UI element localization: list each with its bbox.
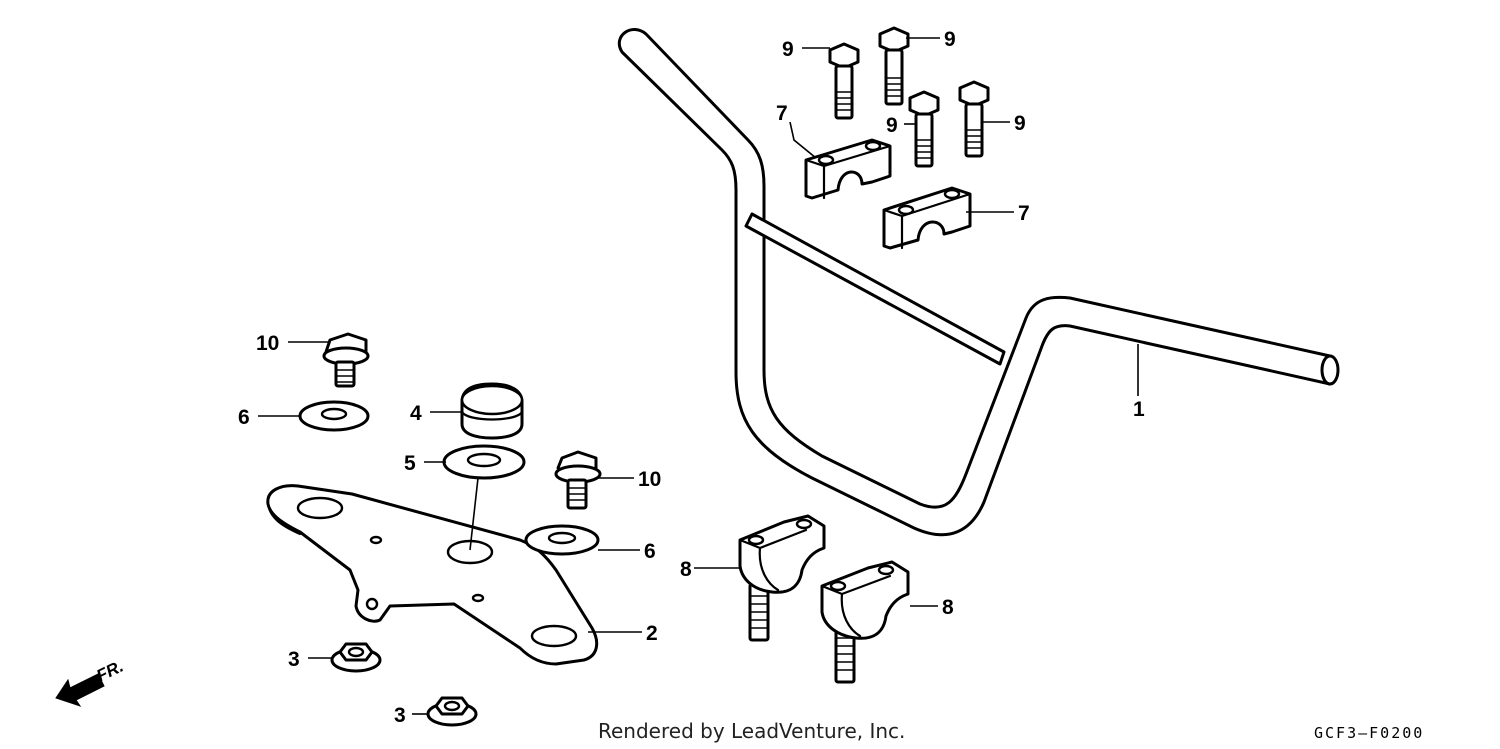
handlebar-part-1[interactable] xyxy=(618,28,1340,537)
callout-9-b: 9 xyxy=(944,28,956,51)
callout-5: 5 xyxy=(404,452,416,475)
washer-part-6-a[interactable] xyxy=(298,400,370,432)
callout-10-b: 10 xyxy=(638,468,661,491)
plate-part-2[interactable] xyxy=(266,484,599,666)
front-direction-marker: FR. xyxy=(55,657,126,707)
callout-7-b: 7 xyxy=(1018,202,1030,225)
front-arrow-icon xyxy=(55,673,105,707)
lower-holder-part-8-left[interactable] xyxy=(738,514,826,642)
bolt-part-9-a[interactable] xyxy=(828,42,860,120)
bolt-part-10-b[interactable] xyxy=(554,450,602,510)
callout-2: 2 xyxy=(646,622,658,645)
callout-9-a: 9 xyxy=(782,38,794,61)
callout-10-a: 10 xyxy=(256,332,279,355)
washer-part-6-b[interactable] xyxy=(524,524,600,556)
bolt-part-10-a[interactable] xyxy=(322,332,370,388)
callout-7-a: 7 xyxy=(776,102,788,125)
callout-8-a: 8 xyxy=(680,558,692,581)
callout-3-b: 3 xyxy=(394,704,406,727)
leader-lines xyxy=(258,37,1139,715)
lower-holder-part-8-right[interactable] xyxy=(820,560,910,684)
callout-6-b: 6 xyxy=(644,540,656,563)
washer-part-5[interactable] xyxy=(442,444,526,480)
callout-3-a: 3 xyxy=(288,648,300,671)
upper-holder-part-7-left[interactable] xyxy=(804,138,892,200)
nut-part-3-b[interactable] xyxy=(426,696,478,727)
rendered-by-credit: Rendered by LeadVenture, Inc. xyxy=(598,719,905,743)
callout-8-b: 8 xyxy=(942,596,954,619)
callout-9-c: 9 xyxy=(886,114,898,137)
nut-part-3-a[interactable] xyxy=(330,642,382,673)
bolt-part-9-d[interactable] xyxy=(958,80,990,158)
cap-part-4[interactable] xyxy=(460,382,524,440)
bolt-part-9-b[interactable] xyxy=(878,26,910,106)
upper-holder-part-7-right[interactable] xyxy=(882,186,972,250)
bolt-part-9-c[interactable] xyxy=(908,90,940,168)
callout-6-a: 6 xyxy=(238,406,250,429)
callout-9-d: 9 xyxy=(1014,112,1026,135)
callout-4: 4 xyxy=(410,402,422,425)
callout-1: 1 xyxy=(1133,398,1145,421)
diagram-code: GCF3–F0200 xyxy=(1314,724,1424,742)
assembly-axis-line xyxy=(469,477,479,551)
